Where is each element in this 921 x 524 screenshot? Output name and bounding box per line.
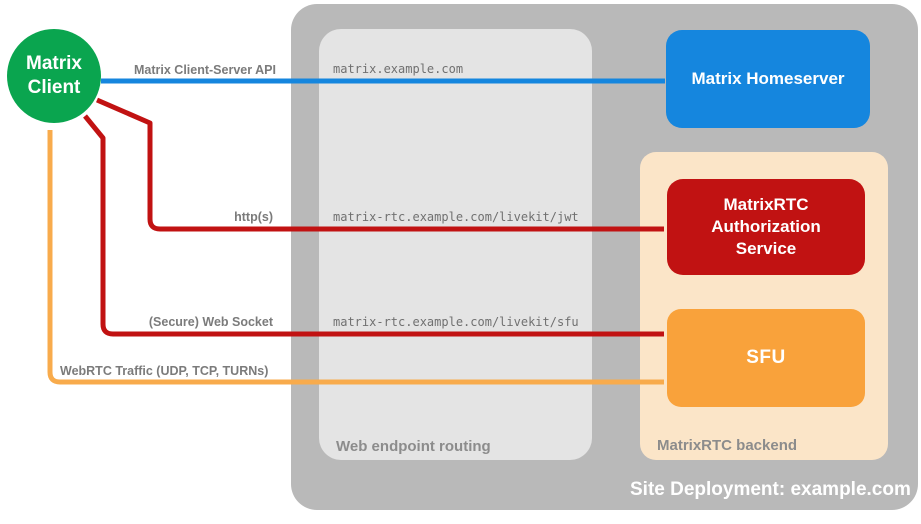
websocket-arrow-label: (Secure) Web Socket	[148, 315, 273, 329]
site-deployment-label: Site Deployment: example.com	[630, 479, 911, 500]
matrix-homeserver-node: Matrix Homeserver	[666, 30, 870, 128]
client-label-line1: Matrix	[26, 53, 82, 74]
endpoint-homeserver-url: matrix.example.com	[333, 62, 464, 76]
sfu-node: SFU	[667, 309, 865, 407]
web-endpoint-routing-panel	[319, 29, 592, 460]
webrtc-arrow-label: WebRTC Traffic (UDP, TCP, TURNs)	[60, 364, 269, 378]
matrixrtc-authorization-service-node: MatrixRTC Authorization Service	[667, 179, 865, 275]
matrixrtc-backend-label: MatrixRTC backend	[657, 437, 798, 454]
endpoint-sfu-url: matrix-rtc.example.com/livekit/sfu	[333, 315, 579, 329]
auth-service-label: MatrixRTC Authorization Service	[711, 194, 821, 260]
endpoint-jwt-url: matrix-rtc.example.com/livekit/jwt	[333, 210, 579, 224]
matrix-client-node: Matrix Client	[7, 29, 101, 123]
auth-label-line3: Service	[735, 239, 797, 258]
client-label-line2: Client	[27, 77, 81, 98]
web-endpoint-routing-label: Web endpoint routing	[336, 438, 491, 455]
https-arrow-label: http(s)	[234, 210, 273, 224]
client-server-api-arrow-label: Matrix Client-Server API	[134, 63, 276, 77]
auth-label-line2: Authorization	[711, 217, 821, 236]
matrix-client-label: Matrix Client	[26, 52, 82, 100]
auth-label-line1: MatrixRTC	[723, 195, 809, 214]
sfu-label: SFU	[746, 347, 786, 368]
matrix-homeserver-label: Matrix Homeserver	[691, 69, 845, 88]
